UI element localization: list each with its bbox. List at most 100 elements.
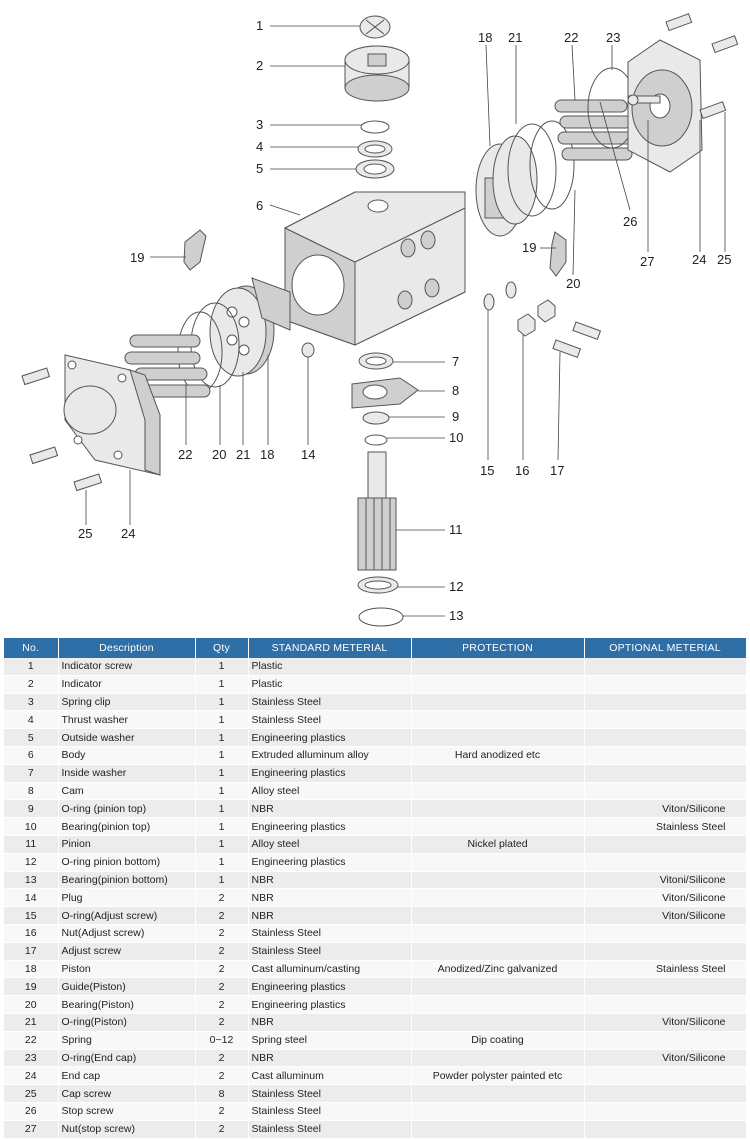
cell-description: Inside washer xyxy=(58,764,196,783)
cell-description: Plug xyxy=(58,888,196,908)
cell-protection xyxy=(411,888,585,908)
indicator-part xyxy=(344,45,410,102)
callout-15: 15 xyxy=(480,463,494,478)
cell-qty: 2 xyxy=(195,942,249,961)
body-part xyxy=(283,191,466,346)
table-header-row: No. Description Qty STANDARD METERIAL PR… xyxy=(4,638,747,658)
indicator-screw-part xyxy=(359,15,391,39)
callout-17: 17 xyxy=(550,463,564,478)
cell-standard-material: Stainless Steel xyxy=(248,693,412,712)
cell-no: 6 xyxy=(4,746,59,765)
cell-no: 3 xyxy=(4,693,59,712)
callout-26: 26 xyxy=(623,214,637,229)
cell-no: 22 xyxy=(4,1031,59,1050)
callout-3: 3 xyxy=(256,117,263,132)
cell-no: 1 xyxy=(4,658,59,676)
header-standard-material: STANDARD METERIAL xyxy=(248,638,412,658)
cell-protection xyxy=(411,799,585,819)
left-end-cap-part xyxy=(63,354,161,476)
callout-10: 10 xyxy=(449,430,463,445)
cell-protection xyxy=(411,1102,585,1121)
cell-description: Nut(stop screw) xyxy=(58,1120,196,1139)
cell-no: 20 xyxy=(4,995,59,1014)
cell-no: 5 xyxy=(4,728,59,747)
cell-description: Bearing(Piston) xyxy=(58,995,196,1014)
right-piston-bearing-part xyxy=(529,120,575,210)
spring-clip-part xyxy=(360,120,390,134)
cell-description: O-ring(End cap) xyxy=(58,1049,196,1068)
cell-qty: 2 xyxy=(195,977,249,997)
adjust-screw-oring-part xyxy=(483,281,517,311)
cell-description: Adjust screw xyxy=(58,942,196,961)
cell-description: Stop screw xyxy=(58,1102,196,1121)
cell-standard-material: Alloy steel xyxy=(248,782,412,801)
cell-protection xyxy=(411,817,585,836)
right-piston-part xyxy=(475,135,538,237)
pinion-part xyxy=(357,451,397,571)
callout-16: 16 xyxy=(515,463,529,478)
callout-25-left: 25 xyxy=(78,526,92,541)
cell-optional-material: Viton/Silicone xyxy=(584,888,747,908)
callout-8: 8 xyxy=(452,383,459,398)
cell-standard-material: Spring steel xyxy=(248,1031,412,1050)
header-optional-material: OPTIONAL METERIAL xyxy=(584,638,747,658)
callout-20-left: 20 xyxy=(212,447,226,462)
cell-standard-material: NBR xyxy=(248,871,412,890)
cell-optional-material: Viton/Silicone xyxy=(584,799,747,819)
cell-qty: 2 xyxy=(195,1120,249,1139)
callout-21-left: 21 xyxy=(236,447,250,462)
adjust-screw-part xyxy=(552,321,602,358)
cell-standard-material: NBR xyxy=(248,906,412,925)
cell-description: Bearing(pinion bottom) xyxy=(58,871,196,890)
cell-standard-material: Plastic xyxy=(248,675,412,694)
callout-labels: 1 2 3 4 5 6 7 8 9 10 11 12 13 14 15 16 1… xyxy=(78,18,731,623)
callout-7: 7 xyxy=(452,354,459,369)
pinion-top-oring-part xyxy=(362,411,390,425)
cell-protection xyxy=(411,977,585,997)
cell-optional-material xyxy=(584,658,747,676)
cell-standard-material: Stainless Steel xyxy=(248,710,412,730)
callout-12: 12 xyxy=(449,579,463,594)
cell-description: Spring xyxy=(58,1031,196,1050)
cell-protection xyxy=(411,658,585,676)
cell-description: End cap xyxy=(58,1066,196,1086)
cell-qty: 1 xyxy=(195,764,249,783)
cell-protection xyxy=(411,853,585,872)
cell-optional-material xyxy=(584,1102,747,1121)
cell-standard-material: NBR xyxy=(248,888,412,908)
header-no: No. xyxy=(4,638,59,658)
cell-optional-material xyxy=(584,1084,747,1103)
cell-protection xyxy=(411,1120,585,1139)
cell-qty: 1 xyxy=(195,658,249,676)
cell-standard-material: Stainless Steel xyxy=(248,1120,412,1139)
cell-no: 4 xyxy=(4,710,59,730)
cell-optional-material xyxy=(584,746,747,765)
cell-optional-material xyxy=(584,995,747,1014)
thrust-washer-part xyxy=(357,140,393,158)
cell-no: 2 xyxy=(4,675,59,694)
callout-21-right: 21 xyxy=(508,30,522,45)
cell-qty: 1 xyxy=(195,675,249,694)
callout-11: 11 xyxy=(449,522,463,537)
cell-no: 24 xyxy=(4,1066,59,1086)
cell-protection xyxy=(411,710,585,730)
cell-description: O-ring(Piston) xyxy=(58,1013,196,1032)
header-protection: PROTECTION xyxy=(411,638,585,658)
inside-washer-part xyxy=(358,352,394,370)
cell-optional-material: Viton/Silicone xyxy=(584,906,747,925)
callout-18-left: 18 xyxy=(260,447,274,462)
cell-protection xyxy=(411,942,585,961)
cell-qty: 1 xyxy=(195,710,249,730)
cell-qty: 1 xyxy=(195,853,249,872)
pinion-bottom-bearing-part xyxy=(358,607,404,627)
cell-description: O-ring (pinion top) xyxy=(58,799,196,819)
cell-optional-material xyxy=(584,728,747,747)
callout-1: 1 xyxy=(256,18,263,33)
plug-part xyxy=(301,342,315,358)
cell-standard-material: Extruded alluminum alloy xyxy=(248,746,412,765)
cell-protection: Powder polyster painted etc xyxy=(411,1066,585,1086)
